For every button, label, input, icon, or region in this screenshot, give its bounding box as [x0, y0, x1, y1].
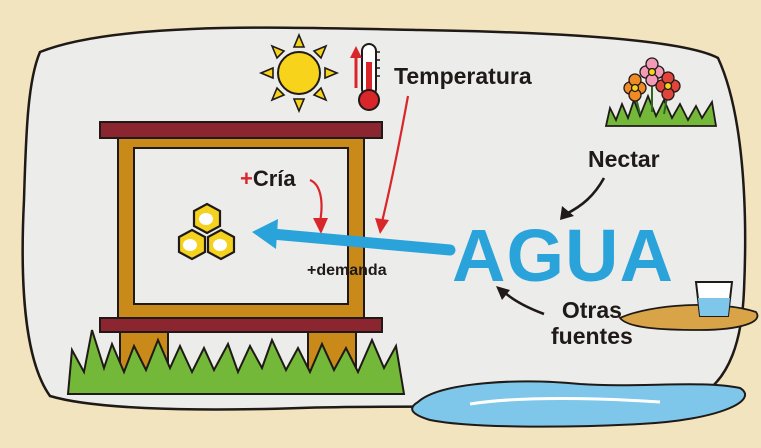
fuentes-text: fuentes [551, 323, 633, 349]
pond-icon [411, 380, 747, 428]
cria-arrow [309, 178, 328, 234]
honeycomb-icon [177, 202, 236, 261]
agua-arrow [252, 219, 456, 256]
water-glass-icon [618, 281, 759, 331]
cria-plus: + [240, 166, 253, 191]
label-demanda: +demanda [307, 262, 387, 279]
temperatura-arrow [375, 95, 410, 234]
label-temperatura: Temperatura [394, 63, 532, 89]
label-agua: AGUA [452, 214, 674, 297]
label-cria: +Cría [240, 166, 296, 192]
thermometer-icon [350, 43, 380, 111]
grass-icon [66, 329, 406, 395]
flowers-icon [604, 57, 718, 127]
cria-text: Cría [252, 166, 296, 191]
sun-icon [258, 32, 340, 114]
label-nectar: Nectar [588, 146, 660, 172]
otras-text: Otras [561, 297, 622, 323]
otras-fuentes-arrow [496, 286, 545, 316]
nectar-arrow [560, 177, 606, 220]
